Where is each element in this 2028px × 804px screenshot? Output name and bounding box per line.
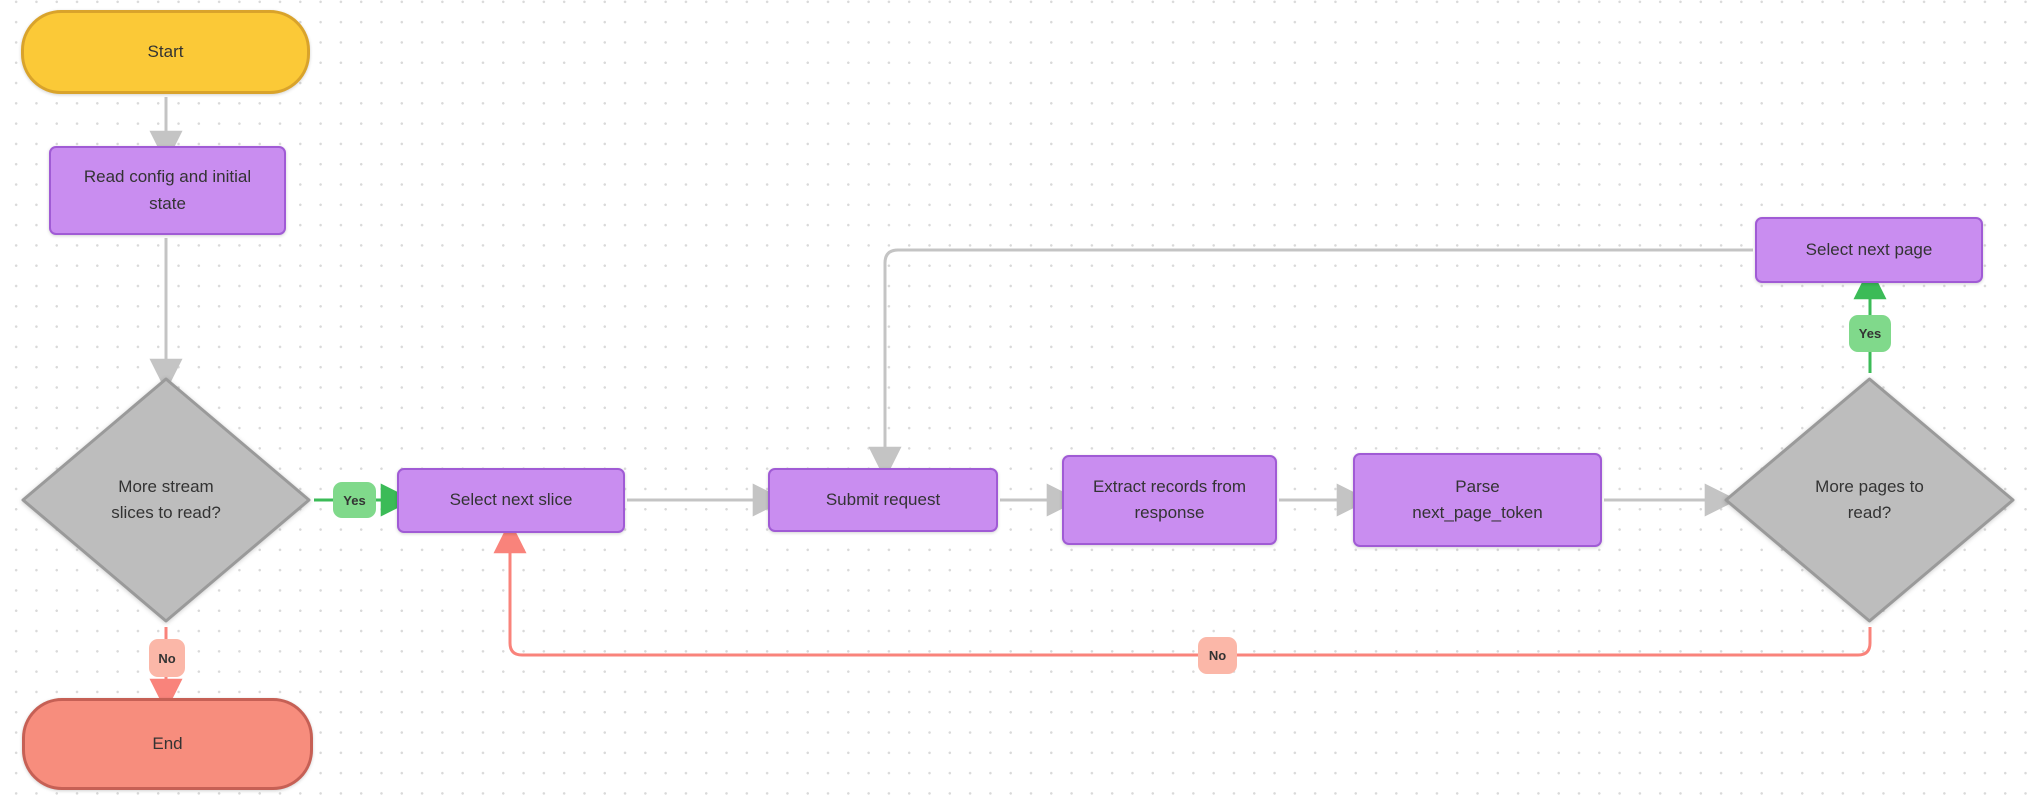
node-end: End — [22, 698, 313, 790]
node-extract-records: Extract records from response — [1062, 455, 1277, 545]
node-parse-token-label: Parse next_page_token — [1412, 476, 1543, 522]
edge-label-no-end: No — [149, 639, 185, 677]
edge-label-text: No — [158, 650, 176, 666]
node-extract-records-label: Extract records from response — [1092, 476, 1247, 522]
node-more-pages-label: More pages to read? — [1815, 476, 1924, 522]
edge-label-text: Yes — [1858, 326, 1882, 341]
edge-selectpage-submit — [868, 248, 1753, 480]
node-select-next-slice-label: Select next slice — [449, 490, 573, 510]
diamond-shape — [1724, 377, 2015, 623]
node-start: Start — [21, 10, 310, 94]
node-read-config-label: Read config and initial state — [83, 167, 252, 213]
node-more-slices-decision: More stream slices to read? — [19, 375, 313, 625]
node-select-next-page-label: Select next page — [1805, 239, 1933, 259]
node-submit-request-label: Submit request — [825, 489, 941, 509]
node-select-next-page: Select next page — [1755, 217, 1983, 283]
edge-label-text: No — [1208, 648, 1227, 663]
node-select-next-slice: Select next slice — [397, 468, 625, 533]
node-start-label: Start — [147, 41, 184, 61]
edge-label-yes-slices: Yes — [333, 482, 376, 518]
node-read-config: Read config and initial state — [49, 146, 286, 235]
edge-label-yes-pages: Yes — [1849, 315, 1891, 352]
node-more-slices-label: More stream slices to read? — [111, 476, 221, 522]
edge-decision2-no-slice — [493, 520, 1872, 657]
node-parse-token: Parse next_page_token — [1353, 453, 1602, 547]
edge-label-no-loop: No — [1198, 637, 1237, 674]
diamond-shape — [21, 377, 311, 623]
node-end-label: End — [152, 733, 183, 753]
edge-label-text: Yes — [343, 492, 366, 508]
node-more-pages-decision: More pages to read? — [1722, 375, 2017, 625]
node-submit-request: Submit request — [768, 468, 998, 532]
